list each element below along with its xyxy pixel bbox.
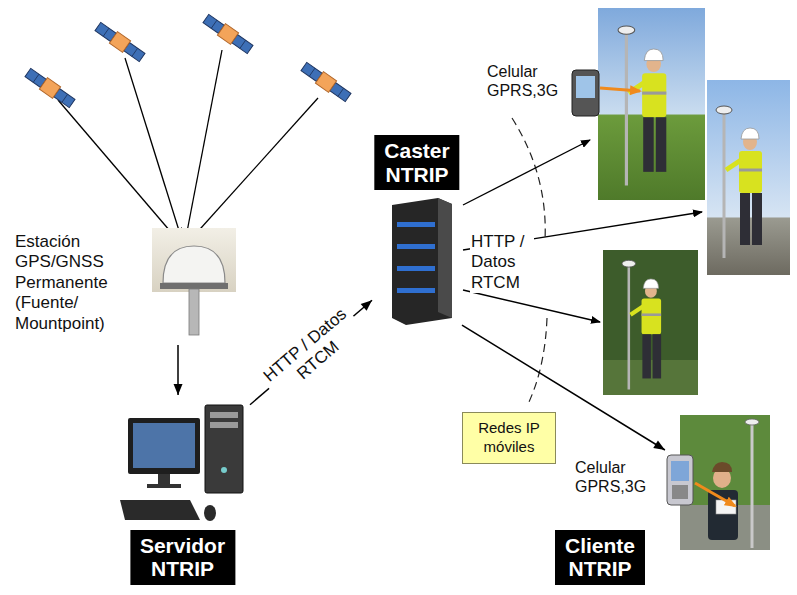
connector-arrow bbox=[174, 345, 183, 395]
station-label: Estación GPS/GNSS Permanente (Fuente/ Mo… bbox=[12, 228, 240, 345]
server-computer bbox=[158, 474, 170, 484]
satellite-signals bbox=[125, 58, 181, 237]
connector-line bbox=[250, 300, 372, 404]
field-photo bbox=[712, 462, 732, 472]
mobile-phone bbox=[572, 70, 640, 116]
caster-server bbox=[397, 288, 435, 293]
gnss-antenna bbox=[163, 246, 225, 283]
connector-arrow bbox=[250, 300, 372, 404]
field-photo bbox=[603, 250, 698, 395]
satellite-signals bbox=[192, 98, 318, 238]
satellite bbox=[24, 13, 352, 109]
arrow-head bbox=[174, 384, 183, 395]
network-box: Redes IP móviles bbox=[462, 412, 556, 464]
data-link bbox=[463, 140, 590, 205]
gnss-antenna bbox=[160, 283, 228, 289]
caster-server bbox=[392, 198, 452, 325]
mobile-phone bbox=[600, 88, 640, 91]
server-node: Servidor NTRIP bbox=[115, 395, 250, 590]
phone-label: Celular GPRS,3G bbox=[575, 458, 655, 496]
data-link bbox=[463, 290, 600, 322]
arrow-head bbox=[361, 300, 372, 311]
gnss-antenna bbox=[152, 228, 236, 335]
box-text: Redes IP móviles bbox=[473, 419, 545, 457]
mobile-phone bbox=[576, 76, 595, 98]
server-computer bbox=[147, 484, 181, 488]
caster-node: Caster NTRIP bbox=[372, 132, 462, 330]
server-computer bbox=[120, 500, 200, 520]
field-photo bbox=[598, 8, 705, 200]
caster-server bbox=[392, 198, 452, 325]
mobile-phone bbox=[695, 483, 735, 506]
satellite-signals bbox=[186, 50, 222, 237]
gnss-antenna bbox=[152, 228, 236, 292]
caster-server bbox=[397, 266, 435, 271]
mobile-phone bbox=[671, 461, 689, 481]
field-photo bbox=[751, 420, 754, 548]
server-computer bbox=[204, 505, 216, 521]
edge-label: HTTP / Datos RTCM bbox=[256, 302, 366, 404]
server-computer bbox=[221, 467, 227, 473]
arrow-head bbox=[653, 440, 665, 450]
satellite bbox=[24, 67, 76, 109]
server-computer bbox=[133, 423, 195, 468]
field-photo bbox=[745, 419, 759, 425]
server-computer bbox=[120, 405, 243, 521]
field-photo bbox=[598, 8, 705, 200]
mobile-phone bbox=[667, 455, 735, 506]
black-label: Caster NTRIP bbox=[374, 135, 459, 190]
black-label: Servidor NTRIP bbox=[130, 530, 235, 585]
mobile-phone bbox=[672, 485, 688, 499]
field-photo bbox=[618, 26, 666, 186]
mobile-phone bbox=[572, 70, 599, 116]
caster-server bbox=[438, 198, 452, 318]
server-computer bbox=[128, 418, 200, 474]
field-photo bbox=[622, 260, 661, 389]
satellite-signals bbox=[58, 100, 176, 238]
field-photo bbox=[603, 250, 698, 395]
gnss-antenna bbox=[189, 289, 199, 335]
black-label: Cliente NTRIP bbox=[555, 530, 645, 585]
mobile-phone bbox=[667, 455, 693, 505]
network-boundary bbox=[528, 318, 547, 404]
satellite bbox=[94, 21, 146, 63]
server-computer bbox=[210, 412, 238, 418]
satellite bbox=[202, 13, 254, 55]
station-text: Estación GPS/GNSS Permanente (Fuente/ Mo… bbox=[15, 232, 140, 334]
field-photo bbox=[707, 80, 790, 275]
server-computer bbox=[205, 405, 243, 493]
node-title: Caster NTRIP bbox=[384, 139, 449, 186]
node-title: Servidor NTRIP bbox=[140, 534, 225, 581]
satellite-signals bbox=[58, 50, 318, 238]
protocol-label: HTTP / Datos RTCM bbox=[470, 232, 534, 293]
server-computer bbox=[210, 422, 238, 428]
network-boundary bbox=[512, 118, 545, 240]
satellite bbox=[300, 61, 352, 103]
caster-server bbox=[397, 244, 435, 249]
caster-server bbox=[397, 222, 435, 227]
node-title: Cliente NTRIP bbox=[565, 534, 635, 581]
field-photo bbox=[707, 80, 790, 275]
phone-label: Celular GPRS,3G bbox=[487, 62, 569, 100]
field-photo bbox=[716, 106, 762, 258]
